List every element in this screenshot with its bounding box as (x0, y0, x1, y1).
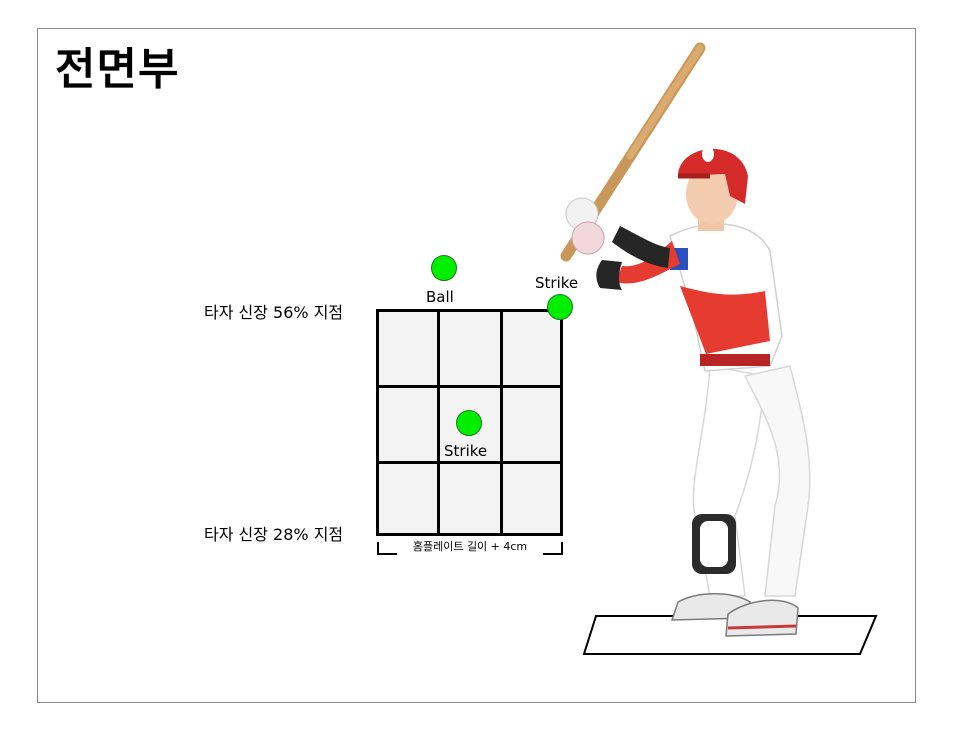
grid-line-v1 (437, 312, 440, 533)
pitch-marker-strike-center (456, 410, 482, 436)
lower-zone-label: 타자 신장 28% 지점 (204, 525, 344, 544)
page-title: 전면부 (55, 44, 180, 95)
pitch-label-strike-center: Strike (444, 442, 488, 460)
grid-line-h2 (379, 461, 560, 464)
grid-line-h1 (379, 385, 560, 388)
upper-zone-label: 타자 신장 56% 지점 (204, 303, 344, 322)
plate-width-label: 홈플레이트 길이 + 4cm (412, 540, 528, 553)
pitch-label-ball: Ball (426, 288, 454, 306)
pitch-label-strike-corner: Strike (535, 274, 579, 292)
pitch-marker-strike-corner (547, 294, 573, 320)
grid-line-v2 (500, 312, 503, 533)
plate-width-bracket: 홈플레이트 길이 + 4cm (377, 540, 563, 556)
pitch-marker-ball (431, 255, 457, 281)
batter-figure (560, 42, 811, 637)
